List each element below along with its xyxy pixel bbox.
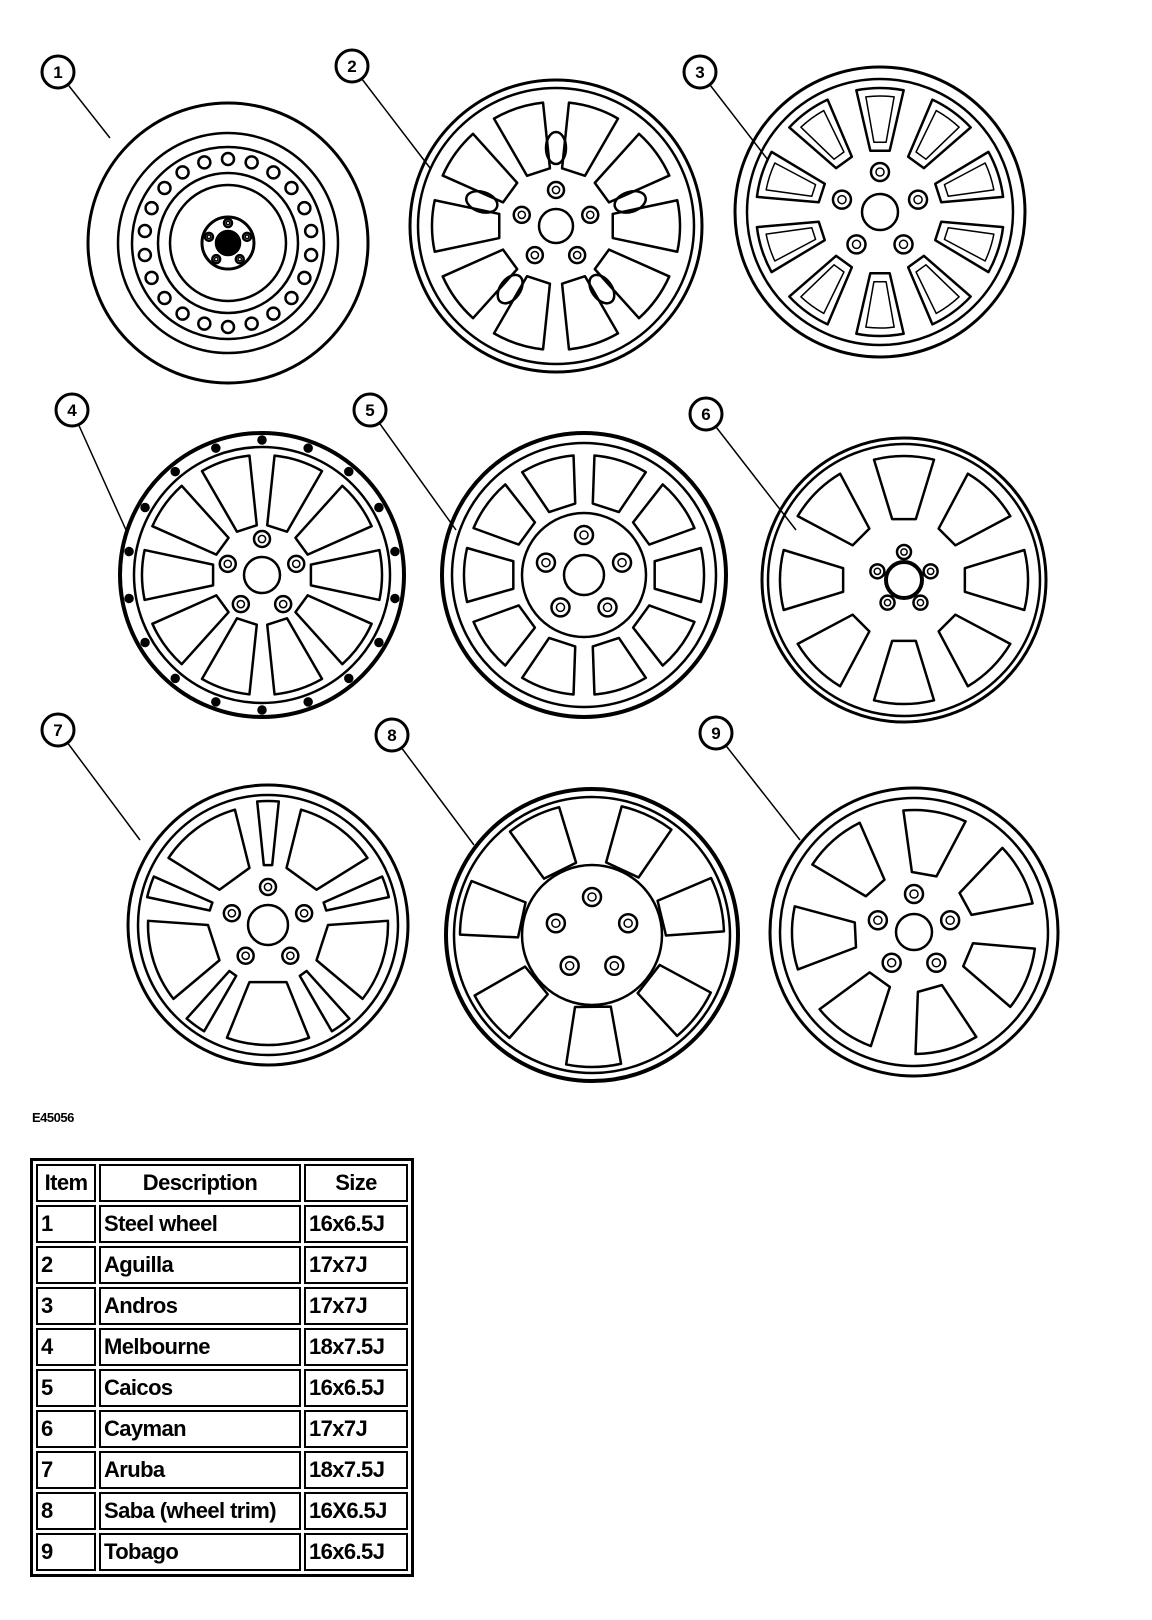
cell-description: Aruba	[99, 1451, 301, 1489]
cell-size: 18x7.5J	[304, 1328, 408, 1366]
callout-number: 5	[365, 401, 374, 420]
table-row: 5 Caicos 16x6.5J	[36, 1369, 408, 1407]
cell-size: 16x6.5J	[304, 1205, 408, 1243]
table-row: 2 Aguilla 17x7J	[36, 1246, 408, 1284]
table-row: 8 Saba (wheel trim) 16X6.5J	[36, 1492, 408, 1530]
header-size: Size	[304, 1164, 408, 1202]
callout-number: 1	[53, 63, 62, 82]
cell-description: Steel wheel	[99, 1205, 301, 1243]
andros-wheel-illustration	[733, 65, 1027, 359]
callout-number: 9	[711, 724, 720, 743]
cell-size: 17x7J	[304, 1287, 408, 1325]
callout-5: 5	[352, 392, 457, 531]
table-row: 9 Tobago 16x6.5J	[36, 1533, 408, 1571]
callout-9: 9	[698, 715, 801, 841]
callout-7: 7	[40, 712, 141, 841]
melbourne-wheel-illustration	[118, 431, 406, 719]
cell-description: Andros	[99, 1287, 301, 1325]
aruba-wheel-illustration	[126, 783, 410, 1067]
cell-size: 16x6.5J	[304, 1533, 408, 1571]
cell-description: Melbourne	[99, 1328, 301, 1366]
callout-number: 8	[387, 726, 396, 745]
callout-number: 4	[67, 401, 77, 420]
header-item: Item	[36, 1164, 96, 1202]
callout-1: 1	[40, 54, 111, 139]
figure-id: E45056	[32, 1110, 74, 1125]
caicos-wheel-illustration	[440, 431, 728, 719]
cell-size: 18x7.5J	[304, 1451, 408, 1489]
callout-8: 8	[374, 717, 475, 846]
callout-2: 2	[334, 48, 431, 169]
table-header-row: Item Description Size	[36, 1164, 408, 1202]
cell-size: 17x7J	[304, 1246, 408, 1284]
cell-item: 3	[36, 1287, 96, 1325]
cell-description: Caicos	[99, 1369, 301, 1407]
cell-item: 1	[36, 1205, 96, 1243]
cell-item: 2	[36, 1246, 96, 1284]
aguilla-wheel-illustration	[408, 78, 704, 374]
callout-number: 3	[695, 63, 704, 82]
cell-description: Tobago	[99, 1533, 301, 1571]
saba-wheel-trim-illustration	[444, 787, 740, 1083]
cell-item: 6	[36, 1410, 96, 1448]
cell-size: 16X6.5J	[304, 1492, 408, 1530]
wheel-parts-table: Item Description Size 1 Steel wheel 16x6…	[30, 1158, 414, 1577]
tobago-wheel-illustration	[768, 786, 1060, 1078]
cell-item: 7	[36, 1451, 96, 1489]
cell-description: Saba (wheel trim)	[99, 1492, 301, 1530]
cell-description: Aguilla	[99, 1246, 301, 1284]
cell-item: 8	[36, 1492, 96, 1530]
callout-number: 6	[701, 405, 710, 424]
steel-wheel-illustration	[86, 101, 370, 385]
cell-item: 9	[36, 1533, 96, 1571]
cell-description: Cayman	[99, 1410, 301, 1448]
cayman-wheel-illustration	[760, 436, 1048, 724]
table-row: 6 Cayman 17x7J	[36, 1410, 408, 1448]
callout-number: 7	[53, 721, 62, 740]
callout-6: 6	[688, 396, 797, 531]
table-row: 7 Aruba 18x7.5J	[36, 1451, 408, 1489]
cell-size: 16x6.5J	[304, 1369, 408, 1407]
cell-size: 17x7J	[304, 1410, 408, 1448]
table-row: 4 Melbourne 18x7.5J	[36, 1328, 408, 1366]
callout-4: 4	[54, 392, 127, 531]
table-row: 1 Steel wheel 16x6.5J	[36, 1205, 408, 1243]
cell-item: 4	[36, 1328, 96, 1366]
cell-item: 5	[36, 1369, 96, 1407]
callout-3: 3	[682, 54, 769, 161]
wheel-illustrations: 1 2 3 4 5 6 7 8 9	[40, 48, 1060, 1083]
header-description: Description	[99, 1164, 301, 1202]
table-row: 3 Andros 17x7J	[36, 1287, 408, 1325]
callout-number: 2	[347, 57, 356, 76]
